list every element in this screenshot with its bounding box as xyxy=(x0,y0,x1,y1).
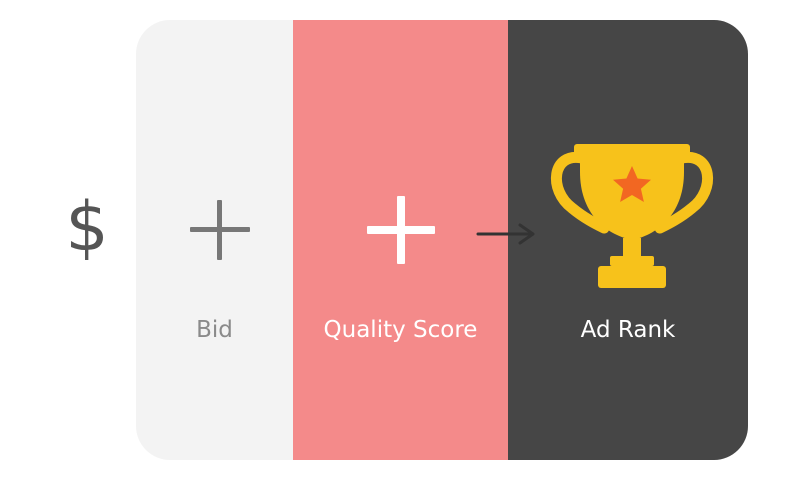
plus-icon xyxy=(367,196,435,264)
bid-label: Bid xyxy=(196,317,233,343)
bid-panel: Bid xyxy=(136,20,293,460)
trophy-icon xyxy=(551,144,713,288)
plus-icon xyxy=(190,200,250,260)
quality-score-label: Quality Score xyxy=(323,317,478,343)
dollar-icon: $ xyxy=(65,188,109,267)
arrow-right-icon xyxy=(476,223,535,245)
quality-score-panel: Quality Score xyxy=(293,20,508,460)
star-icon xyxy=(613,166,651,202)
ad-rank-label: Ad Rank xyxy=(580,317,676,343)
